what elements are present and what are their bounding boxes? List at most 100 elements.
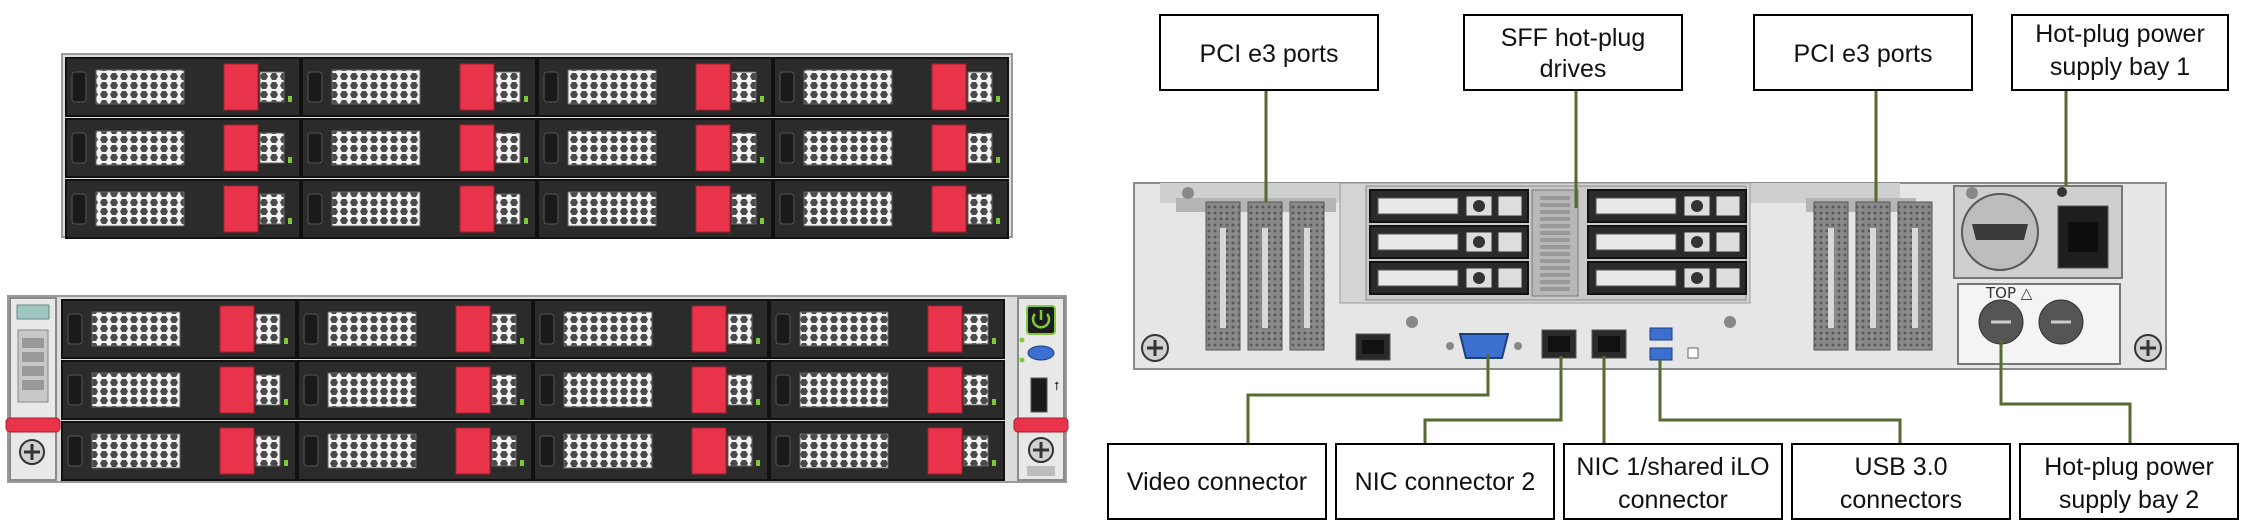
drive-latch[interactable] (459, 63, 495, 111)
drive-bay[interactable] (65, 57, 301, 117)
drive-latch[interactable] (931, 124, 967, 172)
callout-pcie-left: PCI e3 ports (1159, 14, 1379, 91)
rear-drive-bay[interactable] (1369, 189, 1529, 223)
drive-bay[interactable] (537, 118, 773, 178)
drive-bay[interactable] (533, 421, 769, 481)
usb-port-icon[interactable] (1649, 347, 1673, 361)
video-port-icon[interactable] (1446, 333, 1522, 359)
drive-latch[interactable] (691, 305, 727, 353)
drive-led (996, 96, 1000, 102)
drive-latch[interactable] (455, 427, 491, 475)
drive-latch[interactable] (455, 366, 491, 414)
drive-bay[interactable] (769, 360, 1005, 420)
drive-latch[interactable] (691, 427, 727, 475)
drive-led (760, 218, 764, 224)
callout-nic2: NIC connector 2 (1335, 443, 1555, 520)
front-usb-port-icon[interactable] (1030, 377, 1048, 413)
drive-latch[interactable] (931, 63, 967, 111)
drive-led (288, 218, 292, 224)
drive-latch[interactable] (695, 124, 731, 172)
drive-bay[interactable] (773, 118, 1009, 178)
rear-drive-bay[interactable] (1369, 225, 1529, 259)
drive-latch[interactable] (931, 185, 967, 233)
drive-bay[interactable] (65, 179, 301, 239)
callout-label: NIC connector 2 (1355, 468, 1536, 496)
drive-latch[interactable] (219, 427, 255, 475)
drive-latch[interactable] (223, 124, 259, 172)
rear-drive-bay[interactable] (1587, 261, 1747, 295)
drive-bay[interactable] (533, 360, 769, 420)
drive-bay[interactable] (301, 118, 537, 178)
drive-latch[interactable] (927, 305, 963, 353)
uid-button-icon[interactable] (1027, 345, 1055, 361)
callout-label: connector (1618, 486, 1728, 514)
drive-bay[interactable] (773, 57, 1009, 117)
drive-latch[interactable] (927, 427, 963, 475)
front-view-upper (61, 53, 1013, 239)
drive-bay[interactable] (533, 299, 769, 359)
drive-bay[interactable] (297, 421, 533, 481)
drive-bay[interactable] (301, 57, 537, 117)
drive-led (756, 338, 760, 344)
callout-sff-drives: SFF hot-plug drives (1463, 14, 1683, 91)
rear-view: TOP △ (1133, 182, 2167, 370)
drive-led (992, 460, 996, 466)
right-rack-ear: ⭡ (1013, 297, 1069, 481)
drive-led (284, 338, 288, 344)
usb-port-icon[interactable] (1649, 327, 1673, 341)
rear-drive-bay[interactable] (1587, 189, 1747, 223)
drive-led (520, 338, 524, 344)
drive-led (520, 399, 524, 405)
drive-bay[interactable] (773, 179, 1009, 239)
drive-led (996, 157, 1000, 163)
drive-latch[interactable] (459, 124, 495, 172)
rear-drive-bay[interactable] (1587, 225, 1747, 259)
front-view-lower: ⭡ (5, 295, 1069, 483)
drive-led (996, 218, 1000, 224)
drive-latch[interactable] (455, 305, 491, 353)
drive-bay[interactable] (61, 299, 297, 359)
callout-label: SFF hot-plug (1501, 24, 1646, 52)
drive-bay[interactable] (537, 57, 773, 117)
drive-led (284, 460, 288, 466)
drive-latch[interactable] (695, 63, 731, 111)
drive-led (524, 96, 528, 102)
callout-label: PCI e3 ports (1200, 40, 1339, 68)
drive-latch[interactable] (219, 366, 255, 414)
drive-led (756, 399, 760, 405)
drive-latch[interactable] (695, 185, 731, 233)
drive-bay[interactable] (65, 118, 301, 178)
drive-bay[interactable] (297, 299, 533, 359)
callout-label: Hot-plug power (2044, 453, 2214, 481)
rear-drive-bay[interactable] (1369, 261, 1529, 295)
callout-psu-bay-2: Hot-plug power supply bay 2 (2019, 443, 2239, 520)
drive-led (524, 218, 528, 224)
rear-drive-cage (1365, 185, 1747, 301)
drive-latch[interactable] (691, 366, 727, 414)
drive-latch[interactable] (223, 63, 259, 111)
drive-bay[interactable] (537, 179, 773, 239)
drive-led (524, 157, 528, 163)
drive-led (760, 157, 764, 163)
drive-bay[interactable] (61, 421, 297, 481)
drive-bay[interactable] (61, 360, 297, 420)
drive-bay[interactable] (769, 299, 1005, 359)
drive-latch[interactable] (927, 366, 963, 414)
left-rack-ear (5, 297, 61, 481)
leader-lines (1246, 90, 2132, 444)
psu-top-label: TOP △ (1985, 284, 2033, 302)
drive-led (288, 96, 292, 102)
callout-video: Video connector (1107, 443, 1327, 520)
pcie-slots-right (1806, 198, 1933, 351)
drive-latch[interactable] (459, 185, 495, 233)
callout-usb: USB 3.0 connectors (1791, 443, 2011, 520)
callout-nic1: NIC 1/shared iLO connector (1563, 443, 1783, 520)
drive-latch[interactable] (219, 305, 255, 353)
drive-latch[interactable] (223, 185, 259, 233)
drive-led (992, 338, 996, 344)
drive-bay[interactable] (301, 179, 537, 239)
callout-psu-bay-1: Hot-plug power supply bay 1 (2011, 14, 2229, 91)
drive-bay[interactable] (769, 421, 1005, 481)
drive-bay[interactable] (297, 360, 533, 420)
